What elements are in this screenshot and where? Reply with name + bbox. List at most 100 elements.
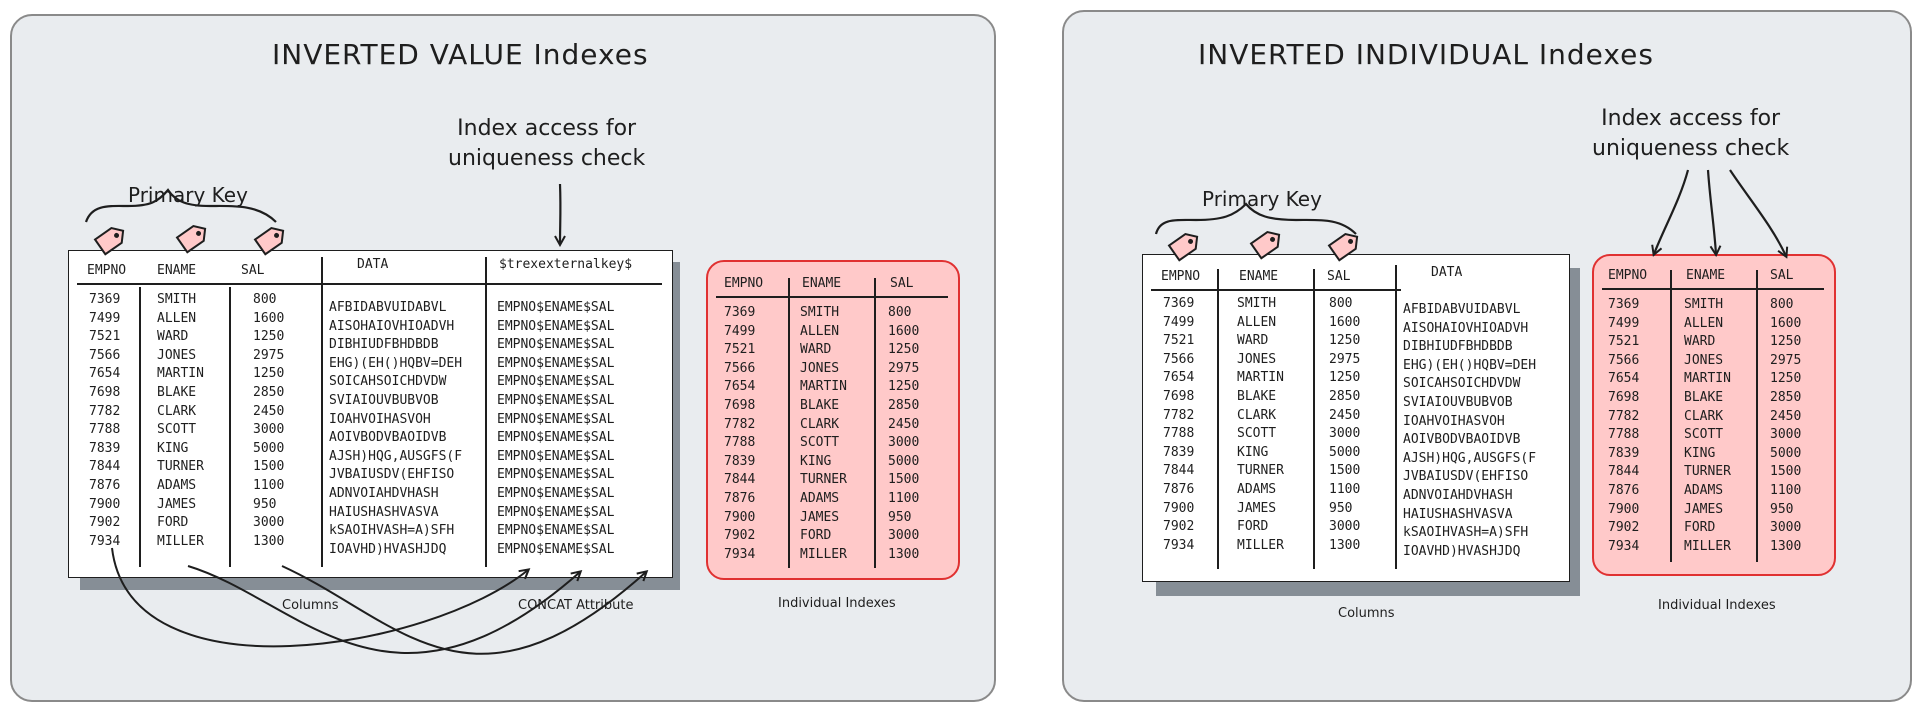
table-cell: 800 [888,305,912,320]
table-cell: 5000 [888,453,920,469]
table-cell: 7499 [89,310,121,326]
table-cell: 7934 [89,533,121,549]
table-cell: 950 [1329,500,1353,516]
left-header-ename: ENAME [157,263,197,278]
table-cell: EMPNO$ENAME$SAL [497,318,615,334]
table-cell: MARTIN [1684,371,1731,387]
table-cell: EMPNO$ENAME$SAL [497,485,615,501]
table-cell: 7521 [89,329,121,345]
table-cell: 2850 [888,397,920,413]
table-cell: SVIAIOUVBUBVOB [1403,394,1513,410]
left-col-data: AFBIDABVUIDABVL AISOHAIOVHIOADVH DIBHIUDFB… [329,299,462,559]
table-cell: IOAVHD)HVASHJDQ [1403,543,1521,559]
table-cell: 7369 [1163,296,1195,311]
left-header-data: DATA [357,257,389,272]
table-cell: TURNER [1237,463,1284,479]
table-cell: 7788 [724,435,756,451]
table-cell: EMPNO$ENAME$SAL [497,300,615,315]
table-cell: 7902 [724,528,756,544]
table-cell: MARTIN [1237,370,1284,386]
table-cell: 950 [1770,501,1794,517]
table-cell: EHG)(EH()HQBV=DEH [329,355,463,371]
table-cell: SMITH [157,292,197,307]
table-cell: AFBIDABVUIDABVL [329,300,447,315]
left-index-header-sal: SAL [890,276,914,291]
table-cell: 7844 [1608,464,1640,480]
table-cell: 3000 [888,435,920,451]
table-cell: MILLER [1237,537,1284,553]
right-column-divider [1217,269,1219,569]
table-cell: SOICAHSOICHDVDW [1403,376,1521,392]
table-cell: 1250 [1770,371,1802,387]
right-primary-key-label: Primary Key [1202,187,1322,211]
table-cell: 2975 [253,347,285,363]
right-index-header-rule [1602,288,1824,290]
left-column-divider [485,257,487,567]
right-header-empno: EMPNO [1161,269,1201,284]
table-cell: 7782 [89,403,121,419]
right-panel-title: INVERTED INDIVIDUAL Indexes [1198,38,1654,71]
table-cell: 1600 [888,323,920,339]
table-cell: FORD [1237,519,1269,535]
table-cell: 2850 [1329,388,1361,404]
table-cell: 800 [253,292,277,307]
table-cell: EMPNO$ENAME$SAL [497,337,615,353]
table-cell: FORD [157,515,189,531]
table-cell: BLAKE [800,397,840,413]
table-cell: 7566 [1163,351,1195,367]
table-cell: SMITH [1684,297,1724,312]
table-cell: FORD [800,528,832,544]
table-cell: CLARK [800,416,840,432]
table-cell: 950 [253,496,277,512]
table-cell: 7369 [724,305,756,320]
table-cell: 7844 [1163,463,1195,479]
table-cell: MARTIN [800,379,847,395]
left-individual-label: Individual Indexes [778,596,896,611]
right-annotation-line2: uniqueness check [1592,136,1790,161]
table-cell: ADNVOIAHDVHASH [1403,487,1513,503]
table-cell: 7654 [1163,370,1195,386]
right-column-divider [1313,269,1315,569]
table-cell: ADAMS [157,477,197,493]
right-index-header-sal: SAL [1770,268,1794,283]
table-cell: 7566 [1608,352,1640,368]
table-cell: MILLER [800,546,847,562]
table-cell: 7900 [724,509,756,525]
left-index-divider [788,278,790,568]
table-cell: 1250 [1329,333,1361,349]
table-cell: WARD [1684,334,1716,350]
table-cell: SCOTT [800,435,840,451]
table-cell: ALLEN [1237,314,1277,330]
table-cell: TURNER [800,472,847,488]
table-cell: 2975 [1770,352,1802,368]
left-header-extkey: $trexexternalkey$ [499,257,633,272]
table-cell: AISOHAIOVHIOADVH [329,318,455,334]
table-cell: WARD [800,342,832,358]
table-cell: 7900 [1608,501,1640,517]
table-cell: 7499 [724,323,756,339]
table-cell: BLAKE [1684,389,1724,405]
table-cell: SVIAIOUVBUBVOB [329,392,439,408]
table-cell: DIBHIUDFBHDBDB [329,337,439,353]
table-cell: 7499 [1608,315,1640,331]
table-cell: KING [1237,444,1269,460]
table-cell: FORD [1684,520,1716,536]
table-cell: 1250 [1770,334,1802,350]
table-cell: BLAKE [1237,388,1277,404]
table-cell: 7902 [1608,520,1640,536]
left-index-header-ename: ENAME [802,276,842,291]
right-index-header-empno: EMPNO [1608,268,1648,283]
left-index-divider [874,278,876,568]
table-cell: 7698 [89,384,121,400]
table-cell: 1250 [1329,370,1361,386]
table-cell: JVBAIUSDV(EHFISO [1403,469,1529,485]
table-cell: 1300 [1329,537,1361,553]
left-index-header-empno: EMPNO [724,276,764,291]
table-cell: JONES [157,347,197,363]
table-cell: 7934 [1163,537,1195,553]
table-cell: 7934 [1608,538,1640,554]
table-cell: IOAHVOIHASVOH [1403,413,1505,429]
table-cell: HAIUSHASHVASVA [329,504,439,520]
